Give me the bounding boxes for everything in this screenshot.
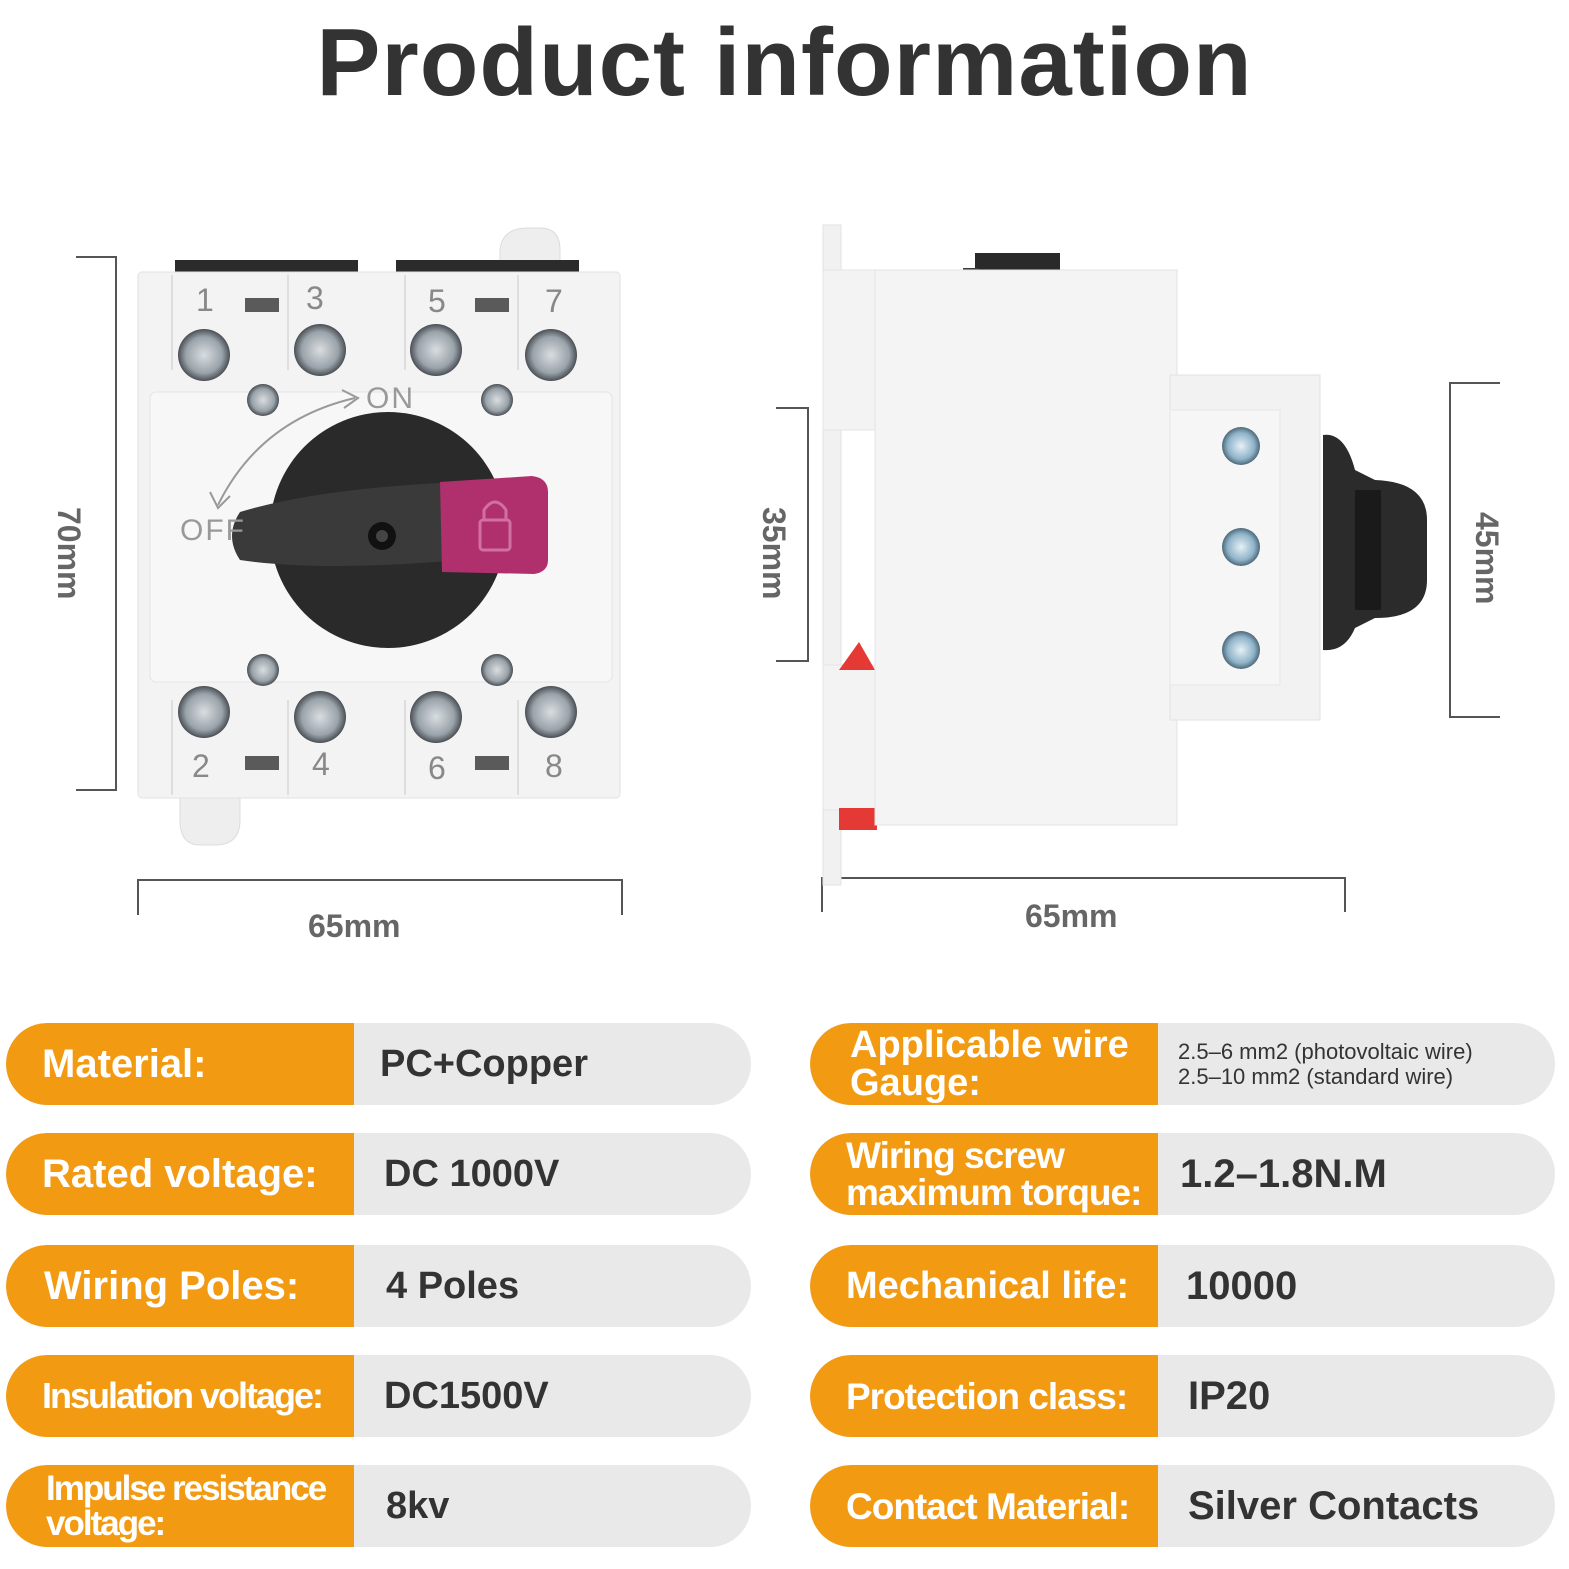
- spec-row-protection-class: Protection class: IP20: [810, 1355, 1555, 1437]
- spec-label: Insulation voltage:: [6, 1355, 354, 1437]
- terminal-label-2: 2: [192, 748, 210, 784]
- spec-row-impulse-resistance: Impulse resistance voltage: 8kv: [6, 1465, 751, 1547]
- terminal-label-8: 8: [545, 748, 563, 784]
- terminal-label-4: 4: [312, 746, 330, 782]
- spec-row-mechanical-life: Mechanical life: 10000: [810, 1245, 1555, 1327]
- side-width-label: 65mm: [1025, 898, 1118, 934]
- spec-label-line2: voltage:: [46, 1504, 166, 1543]
- dial-on-label: ON: [366, 382, 415, 415]
- spec-value: 10000: [1186, 1263, 1298, 1308]
- terminal-label-7: 7: [545, 283, 563, 319]
- spec-label: Wiring screw maximum torque:: [810, 1133, 1158, 1215]
- spec-label-line2: Gauge:: [850, 1062, 981, 1104]
- spec-value: DC1500V: [384, 1374, 549, 1417]
- spec-label-line1: Impulse resistance: [46, 1469, 327, 1508]
- spec-label-line2: maximum torque:: [846, 1172, 1142, 1213]
- spec-label-line1: Applicable wire: [850, 1024, 1129, 1066]
- spec-label: Wiring Poles:: [6, 1245, 354, 1327]
- spec-label: Applicable wire Gauge:: [810, 1023, 1158, 1105]
- spec-value: 2.5–6 mm2 (photovoltaic wire) 2.5–10 mm2…: [1158, 1023, 1473, 1105]
- dimension-lines: [76, 256, 1500, 915]
- spec-value: Silver Contacts: [1188, 1483, 1480, 1528]
- page-title: Product information: [316, 9, 1253, 116]
- dial-off-label: OFF: [180, 514, 246, 547]
- terminal-label-3: 3: [306, 280, 324, 316]
- spec-value: 4 Poles: [386, 1264, 520, 1307]
- spec-value-line1: 2.5–6 mm2 (photovoltaic wire): [1178, 1038, 1473, 1064]
- spec-value-line2: 2.5–10 mm2 (standard wire): [1178, 1064, 1454, 1089]
- terminal-label-5: 5: [428, 283, 446, 319]
- switch-front-view: [137, 227, 621, 846]
- spec-value: PC+Copper: [380, 1042, 588, 1085]
- spec-value: IP20: [1188, 1373, 1271, 1418]
- terminal-label-6: 6: [428, 750, 446, 786]
- spec-row-rated-voltage: Rated voltage: DC 1000V: [6, 1133, 751, 1215]
- side-mount-label: 35mm: [756, 507, 792, 600]
- spec-label: Protection class:: [810, 1355, 1158, 1437]
- spec-label-line1: Wiring screw: [846, 1135, 1065, 1176]
- switch-side-view: [822, 224, 1427, 886]
- spec-row-wire-gauge: Applicable wire Gauge: 2.5–6 mm2 (photov…: [810, 1023, 1555, 1105]
- spec-row-wiring-poles: Wiring Poles: 4 Poles: [6, 1245, 751, 1327]
- side-depth-label: 45mm: [1469, 512, 1505, 605]
- front-height-label: 70mm: [51, 507, 87, 600]
- spec-row-screw-torque: Wiring screw maximum torque: 1.2–1.8N.M: [810, 1133, 1555, 1215]
- spec-label: Impulse resistance voltage:: [6, 1465, 354, 1547]
- spec-value: DC 1000V: [384, 1152, 560, 1195]
- spec-label: Rated voltage:: [6, 1133, 354, 1215]
- spec-label: Mechanical life:: [810, 1245, 1158, 1327]
- spec-row-material: Material: PC+Copper: [6, 1023, 751, 1105]
- terminal-label-1: 1: [196, 282, 214, 318]
- spec-label: Material:: [6, 1023, 354, 1105]
- spec-value: 8kv: [386, 1484, 450, 1527]
- spec-label: Contact Material:: [810, 1465, 1158, 1547]
- spec-row-insulation-voltage: Insulation voltage: DC1500V: [6, 1355, 751, 1437]
- front-width-label: 65mm: [308, 908, 401, 944]
- spec-value: 1.2–1.8N.M: [1180, 1151, 1387, 1196]
- spec-row-contact-material: Contact Material: Silver Contacts: [810, 1465, 1555, 1547]
